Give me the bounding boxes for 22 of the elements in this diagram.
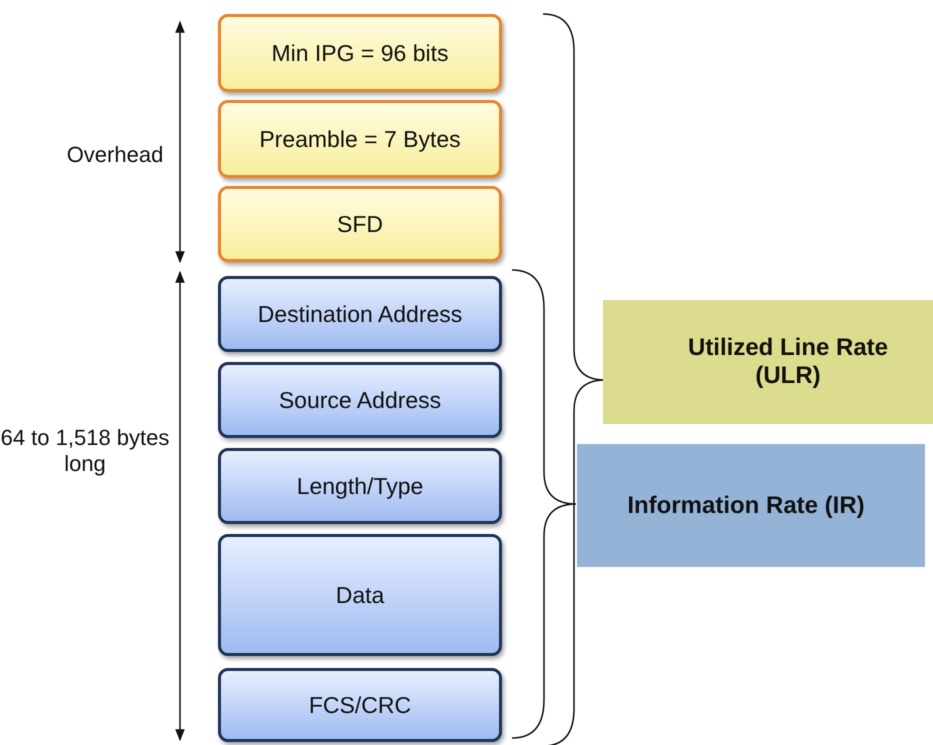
field-label: Data [336,582,384,608]
frame-field-box [218,362,502,438]
rate-panel [603,300,933,424]
overhead-field-box [218,100,502,178]
field-label: Preamble = 7 Bytes [259,126,461,152]
field-label: Information Rate (IR) [627,492,866,520]
side-label: 64 to 1,518 bytes long [0,425,170,477]
field-label: Utilized Line Rate (ULR) [686,334,890,390]
field-label: Min IPG = 96 bits [271,40,449,66]
rate-panel [577,444,925,567]
side-label: Overhead [66,142,164,168]
field-label: SFD [337,210,383,238]
overhead-field-box [218,186,502,262]
field-label: Destination Address [258,300,462,328]
frame-field-box [218,534,502,656]
overhead-field-box [218,14,502,92]
field-label: Length/Type [296,472,424,500]
field-label: FCS/CRC [308,692,412,718]
frame-field-box [218,448,502,524]
frame-field-box [218,668,502,742]
frame-field-box [218,276,502,352]
field-label: Source Address [278,386,442,414]
